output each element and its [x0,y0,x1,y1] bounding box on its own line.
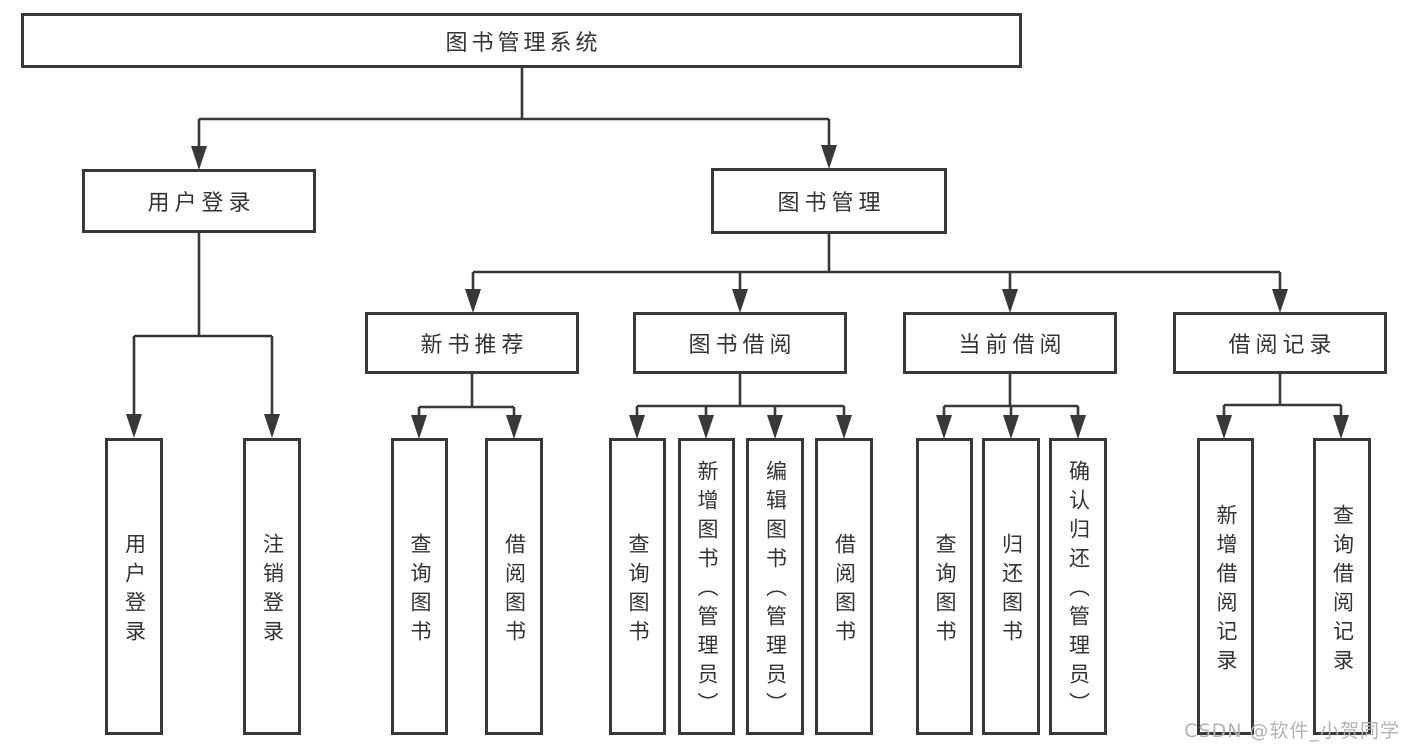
node-label: 借阅图书 [502,532,527,649]
node-current-borrow: 当前借阅 [903,312,1117,374]
node-book-management: 图书管理 [711,168,947,234]
leaf-confirm-return-admin: 确认归还（管理员） [1049,438,1107,735]
arrow-down-icon [698,415,714,439]
arrow-down-icon [1216,415,1232,439]
node-label: 当前借阅 [958,333,1067,358]
arrow-down-icon [1333,415,1349,439]
arrow-down-icon [411,415,427,439]
node-label: 确认归还（管理员） [1066,460,1091,721]
leaf-user-login: 用户登录 [105,438,163,735]
node-label: 注销登录 [260,532,285,649]
node-label: 借阅图书 [832,532,857,649]
watermark: CSDN @软件_小贺同学 [1184,720,1400,742]
arrow-down-icon [629,415,645,439]
node-label: 查询图书 [408,532,432,649]
leaf-return-books: 归还图书 [982,438,1040,735]
arrow-down-icon [1272,289,1288,313]
arrow-down-icon [936,415,952,439]
leaf-borrow-books-recommend: 借阅图书 [485,438,543,735]
arrow-down-icon [1002,289,1018,313]
leaf-add-books-admin: 新增图书（管理员） [678,438,735,735]
arrow-down-icon [732,289,748,313]
node-library-system: 图书管理系统 [21,13,1022,68]
arrow-down-icon [821,145,837,169]
leaf-add-borrow-record: 新增借阅记录 [1197,438,1254,735]
node-label: 查询图书 [626,532,650,649]
arrow-down-icon [506,415,522,439]
leaf-borrow-books: 借阅图书 [815,438,873,735]
node-label: 图书管理系统 [445,30,602,56]
node-user-login: 用户登录 [82,169,316,233]
node-label: 新书推荐 [420,333,529,358]
leaf-query-books-borrow: 查询图书 [609,438,666,735]
arrow-down-icon [465,289,481,313]
node-borrow-records: 借阅记录 [1173,312,1387,374]
node-label: 编辑图书（管理员） [763,460,788,721]
arrow-down-icon [1003,415,1019,439]
arrow-down-icon [126,414,142,438]
node-label: 图书借阅 [688,333,797,358]
node-label: 查询图书 [933,532,957,649]
node-label: 新增图书（管理员） [695,460,719,721]
node-label: 查询借阅记录 [1330,503,1355,678]
node-label: 新增借阅记录 [1214,503,1238,678]
arrow-down-icon [767,415,783,439]
arrow-down-icon [1070,415,1086,439]
node-book-borrow: 图书借阅 [633,312,847,374]
leaf-query-books-current: 查询图书 [916,438,973,735]
arrow-down-icon [264,414,280,438]
node-label: 归还图书 [999,532,1024,649]
leaf-logout-login: 注销登录 [243,438,301,735]
node-label: 用户登录 [147,191,256,216]
arrow-down-icon [836,415,852,439]
leaf-query-books-recommend: 查询图书 [391,438,448,735]
arrow-down-icon [191,146,207,170]
leaf-query-borrow-record: 查询借阅记录 [1313,438,1371,735]
node-label: 借阅记录 [1228,333,1337,358]
leaf-edit-books-admin: 编辑图书（管理员） [746,438,804,735]
node-label: 用户登录 [122,532,147,649]
node-new-book-recommend: 新书推荐 [365,312,579,374]
node-label: 图书管理 [777,191,886,216]
